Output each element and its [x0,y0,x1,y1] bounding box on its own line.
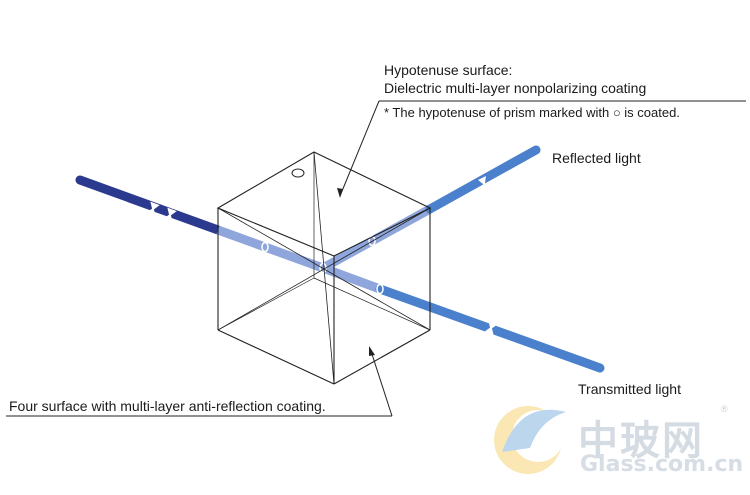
coated-mark-circle-icon [291,168,305,178]
incident-arrow-icon [146,201,160,217]
hypotenuse-title-label: Hypotenuse surface: [384,62,513,78]
ar-pointer-icon [369,346,375,356]
incident-arrow-icon-2 [163,207,177,223]
watermark-domain: Glass.com.cn [580,452,744,477]
incident-beam [75,175,223,235]
reflected-arrow-icon [478,176,490,191]
coating-marker-icon [261,241,269,253]
watermark-chinese: 中玻网 [578,418,704,464]
watermark-registered: ® [721,404,728,414]
hypotenuse-note: * The hypotenuse of prism marked with ○ … [384,105,680,120]
watermark-logo-icon [494,406,566,474]
prism-cube [216,151,432,385]
hypotenuse-pointer-icon [337,188,343,198]
internal-beam-transmit [321,263,382,294]
transmitted-arrow-icon [484,320,498,336]
leader-lines [6,100,746,417]
hypotenuse-coating-label: Dielectric multi-layer nonpolarizing coa… [384,80,647,96]
transmitted-light-label: Transmitted light [578,381,681,397]
coating-marker-icon-4 [376,283,384,295]
reflected-light-label: Reflected light [552,150,641,166]
ar-coating-label: Four surface with multi-layer anti-refle… [9,398,326,414]
internal-beam [216,225,325,273]
